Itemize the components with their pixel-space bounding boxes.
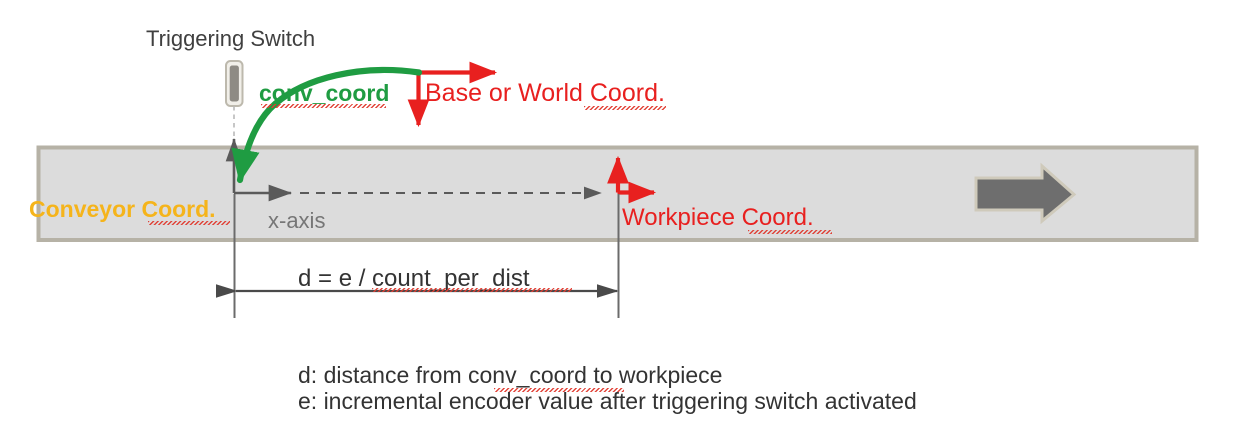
spellcheck-underline-formula <box>372 288 572 292</box>
spellcheck-underline-conv-coord <box>261 104 386 108</box>
spellcheck-underline-workpiece-coord <box>748 230 832 234</box>
spellcheck-underline-note-conv-coord <box>494 388 624 392</box>
note-line-d: d: distance from conv_coord to workpiece <box>298 362 723 388</box>
workpiece-coordinate-axes <box>607 155 657 204</box>
dimension-formula-label: d = e / count_per_dist <box>298 265 530 292</box>
conv-coord-label: conv_coord <box>259 80 390 106</box>
conveyor-coord-label: Conveyor Coord. <box>29 196 216 222</box>
triggering-switch-label: Triggering Switch <box>146 26 316 51</box>
x-axis-label: x-axis <box>268 208 326 233</box>
conveyor-coordinate-axes <box>225 137 293 202</box>
base-or-world-coord-label: Base or World Coord. <box>425 79 665 107</box>
spellcheck-underline-conveyor-coord <box>148 221 230 225</box>
workpiece-coord-label: Workpiece Coord. <box>622 204 814 231</box>
note-line-e: e: incremental encoder value after trigg… <box>298 388 917 415</box>
trigger-switch-sensor <box>225 60 244 107</box>
spellcheck-underline-base-coord <box>584 106 666 110</box>
conveyor-belt-rectangle <box>36 145 1199 242</box>
notes-block: d: distance from conv_coord to workpiece… <box>298 362 917 415</box>
conveyor-belt <box>36 145 1199 242</box>
belt-direction-arrow <box>974 162 1077 225</box>
